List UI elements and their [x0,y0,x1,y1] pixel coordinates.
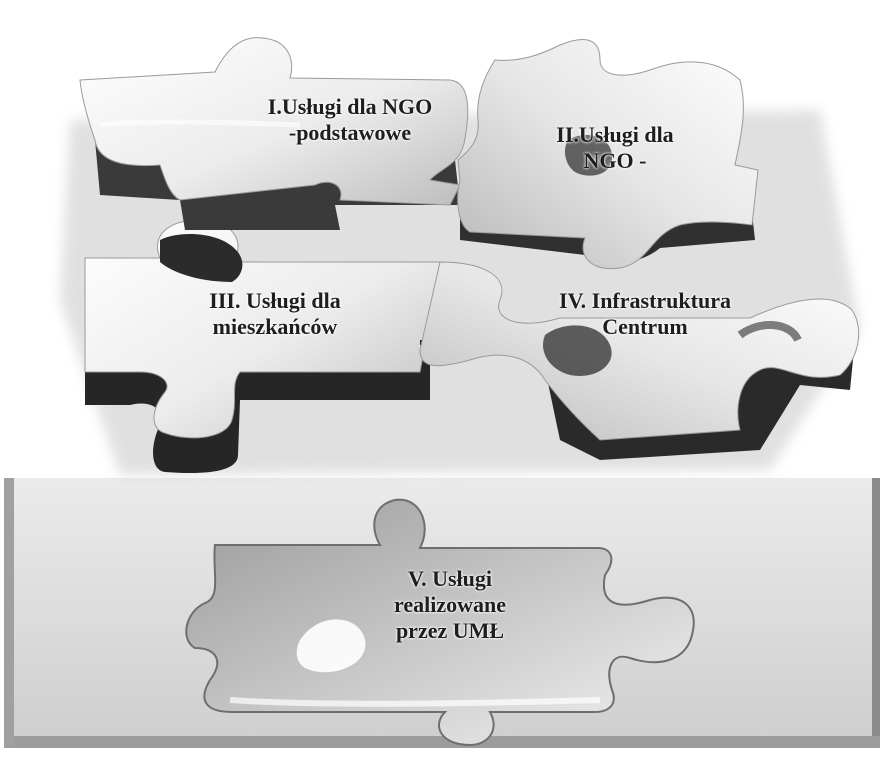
piece-5-label-line-1: V. Usługi [340,566,560,592]
piece-3-label: III. Usługi dla mieszkańców [160,288,390,340]
piece-5-label: V. Usługi realizowane przez UMŁ [340,566,560,644]
piece-4-label: IV. Infrastruktura Centrum [500,288,790,340]
piece-3-label-line-1: III. Usługi dla [160,288,390,314]
piece-2-label-line-1: II.Usługi dla [500,122,730,148]
piece-2-label: II.Usługi dla NGO - [500,122,730,174]
piece-1-label: I.Usługi dla NGO -podstawowe [210,94,490,146]
piece-1-label-line-2: -podstawowe [210,120,490,146]
piece-4-label-line-1: IV. Infrastruktura [500,288,790,314]
piece-4-label-line-2: Centrum [500,314,790,340]
piece-5-label-line-2: realizowane [340,592,560,618]
piece-2-label-line-2: NGO - [500,148,730,174]
piece-5-label-line-3: przez UMŁ [340,618,560,644]
piece-3-label-line-2: mieszkańców [160,314,390,340]
piece-1-label-line-1: I.Usługi dla NGO [210,94,490,120]
